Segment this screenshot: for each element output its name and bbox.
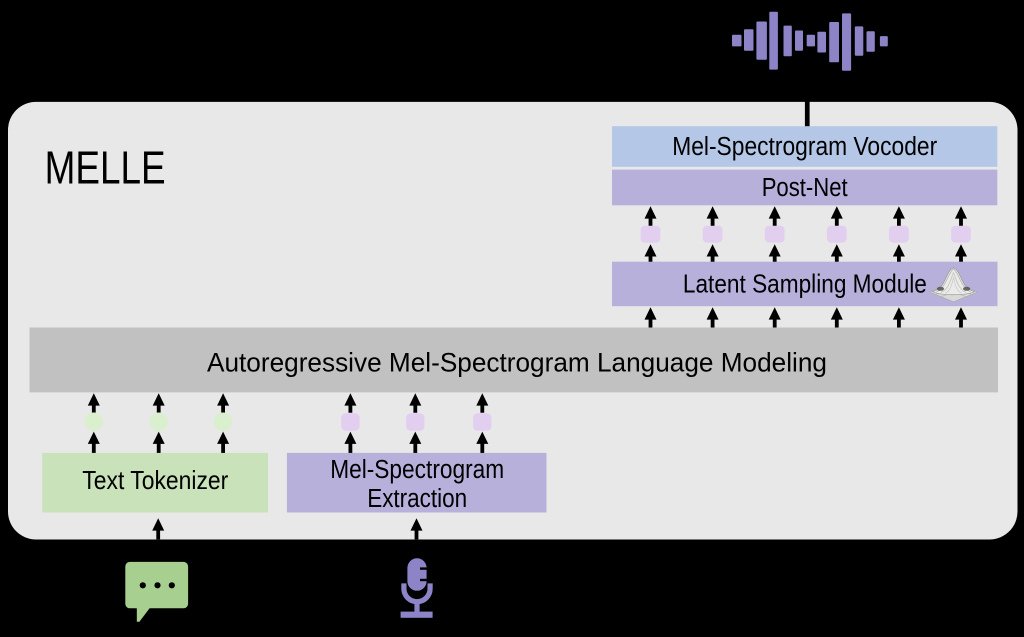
- svg-text:Latent Sampling Module: Latent Sampling Module: [683, 269, 927, 299]
- svg-text:Mel-Spectrogram: Mel-Spectrogram: [330, 456, 504, 484]
- svg-text:Autoregressive Mel-Spectrogram: Autoregressive Mel-Spectrogram Language …: [207, 348, 827, 378]
- svg-text:Text Tokenizer: Text Tokenizer: [82, 465, 228, 495]
- svg-text:Mel-Spectrogram Vocoder: Mel-Spectrogram Vocoder: [672, 133, 937, 161]
- svg-text:MELLE: MELLE: [45, 142, 166, 194]
- svg-text:Extraction: Extraction: [367, 485, 467, 513]
- svg-text:Post-Net: Post-Net: [762, 174, 848, 202]
